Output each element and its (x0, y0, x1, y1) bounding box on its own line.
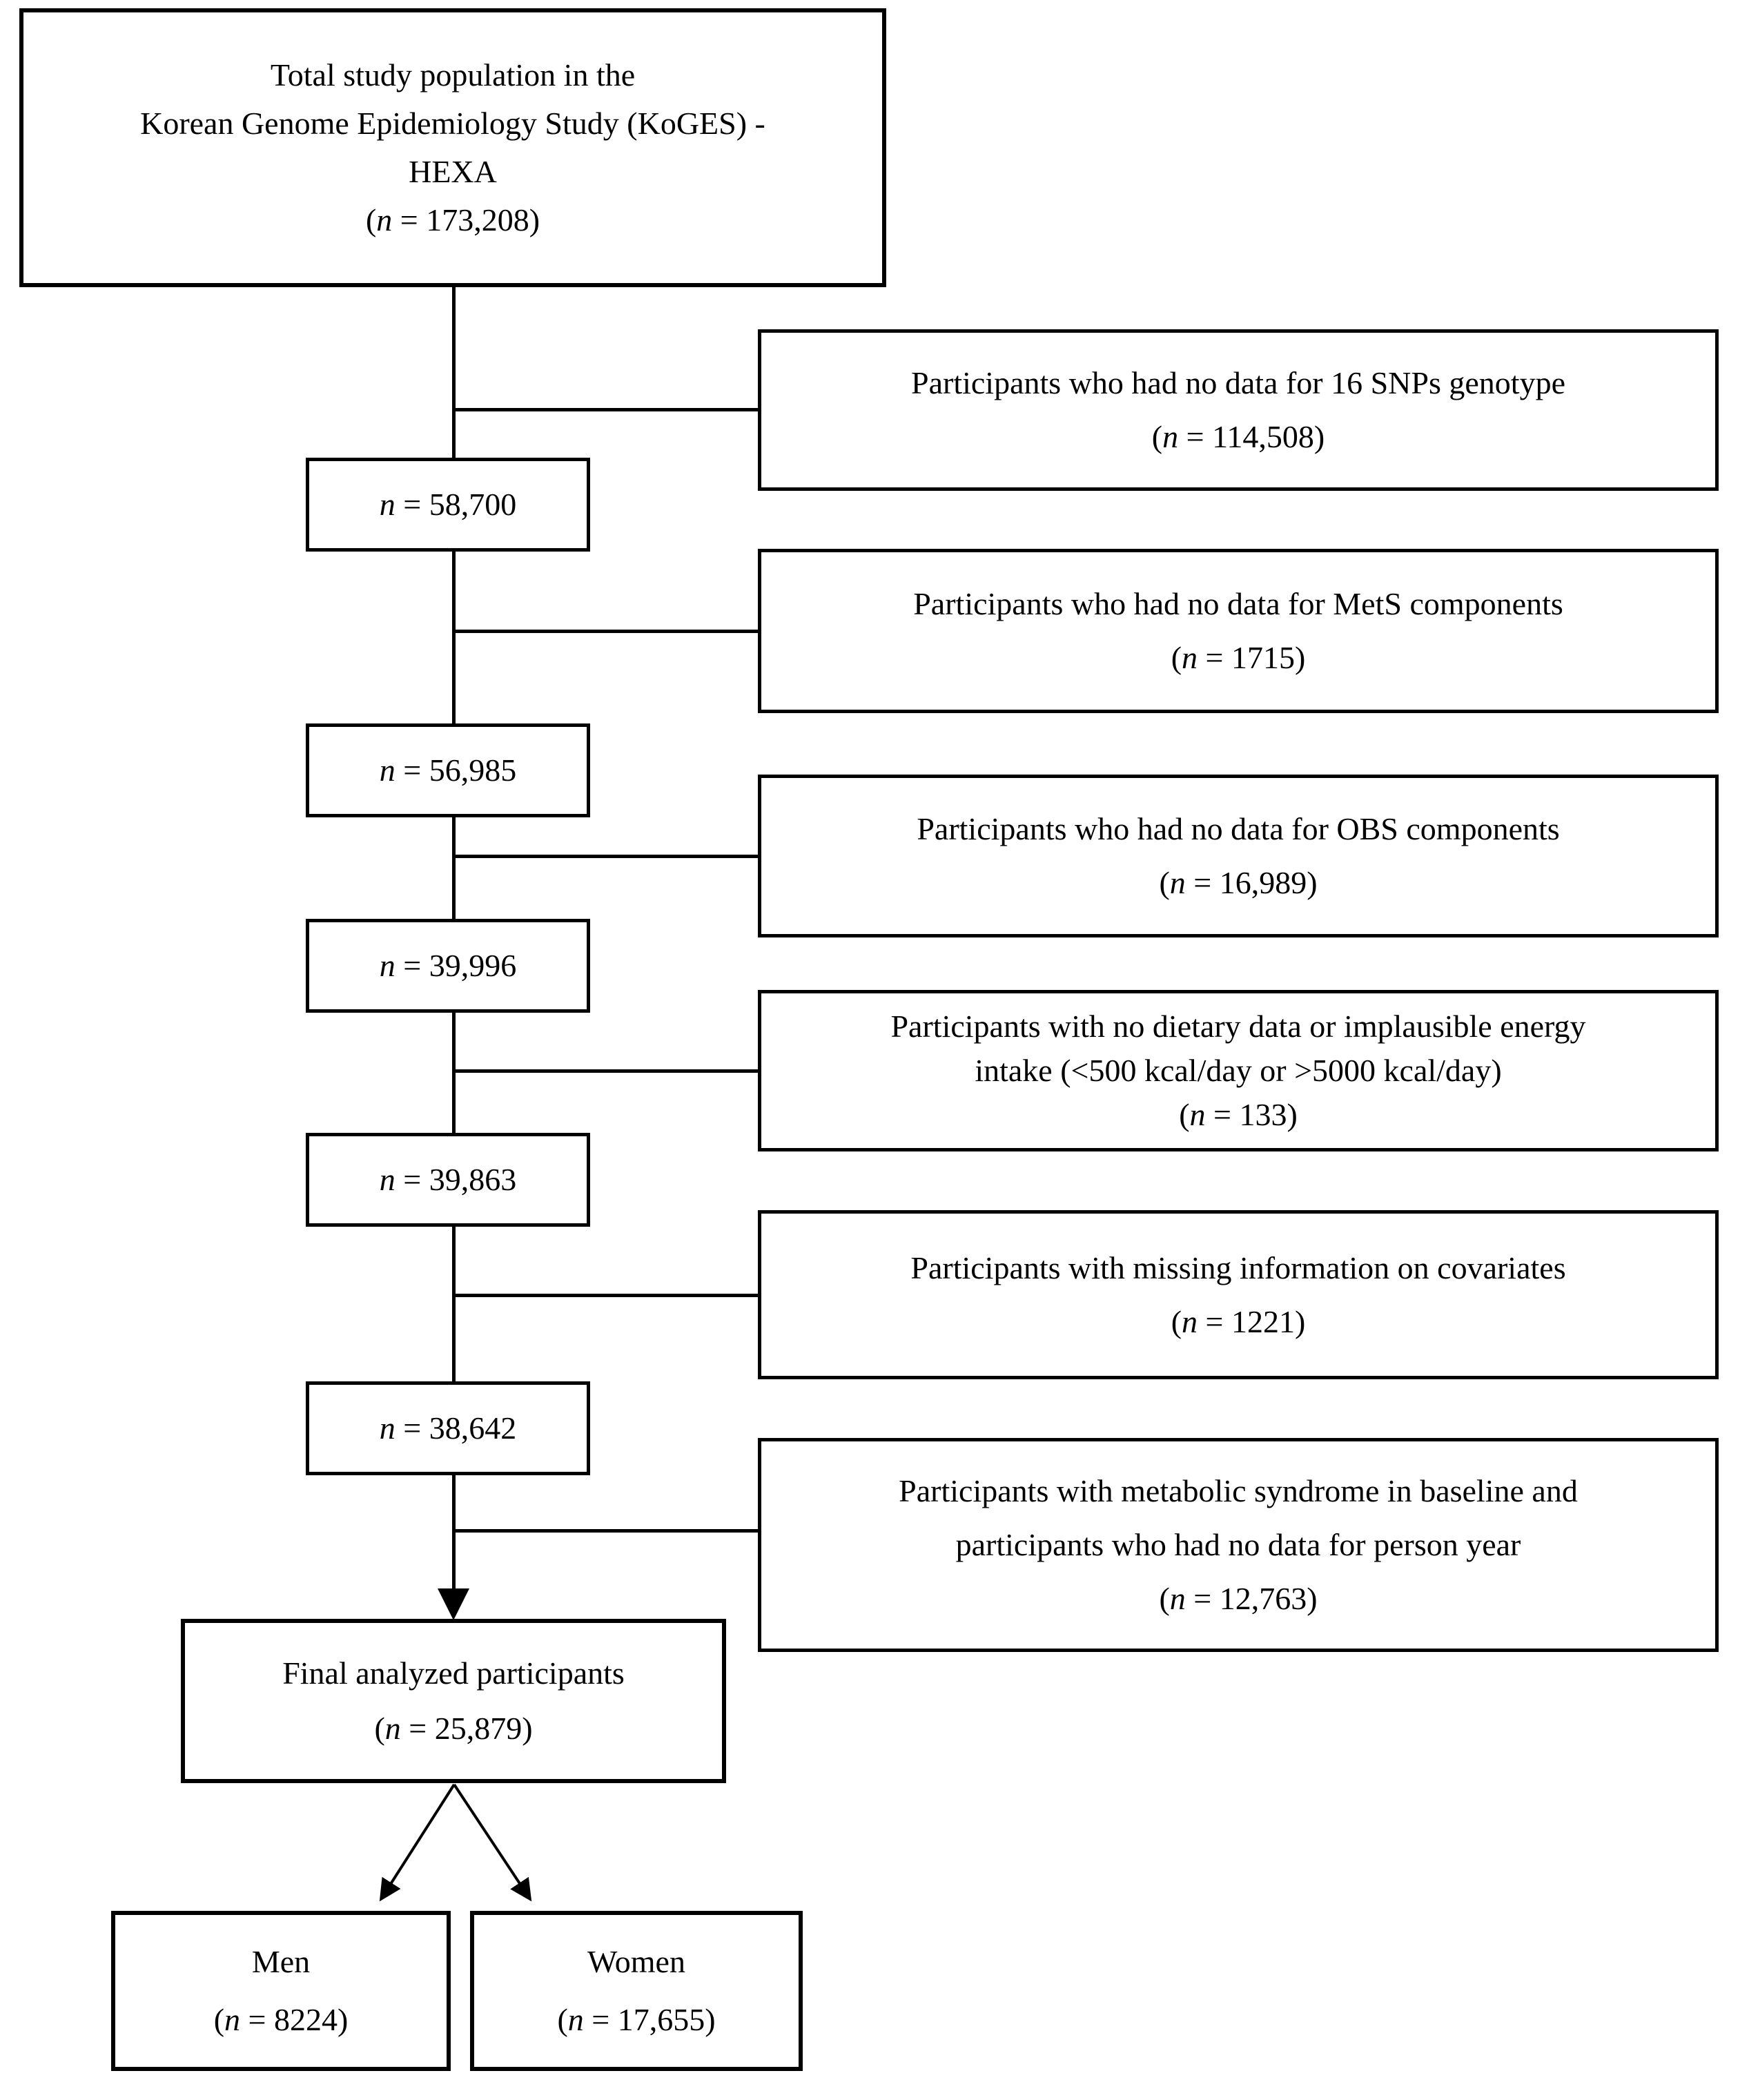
total-population-text: HEXA (409, 154, 497, 189)
exclusion-text: Participants with metabolic syndrome in … (899, 1473, 1578, 1508)
exclusion-box-1: Participants who had no data for 16 SNPs… (758, 329, 1719, 491)
men-count: (n = 8224) (213, 2002, 349, 2037)
total-population-text: Korean Genome Epidemiology Study (KoGES)… (140, 106, 765, 141)
exclusion-box-3: Participants who had no data for OBS com… (758, 775, 1719, 937)
exclusion-count: (n = 16,989) (1159, 865, 1318, 900)
count-box-5: n = 38,642 (306, 1381, 590, 1475)
total-population-count: (n = 173,208) (365, 202, 540, 237)
count-box-4: n = 39,863 (306, 1133, 590, 1227)
arrow-to-women-icon (453, 1783, 532, 1902)
men-box: Men (n = 8224) (111, 1911, 451, 2071)
final-participants-box: Final analyzed participants (n = 25,879) (181, 1619, 726, 1783)
exclusion-text: Participants who had no data for MetS co… (913, 586, 1563, 621)
trunk-line-1 (452, 287, 456, 458)
men-label: Men (251, 1944, 311, 1979)
exclusion-count: (n = 114,508) (1151, 419, 1325, 454)
final-participants-label: Final analyzed participants (282, 1655, 625, 1691)
count-value: n = 56,985 (379, 752, 517, 788)
count-box-1: n = 58,700 (306, 458, 590, 552)
exclusion-box-6: Participants with metabolic syndrome in … (758, 1438, 1719, 1652)
trunk-line-6 (452, 1475, 456, 1591)
branch-line-2 (452, 630, 758, 633)
final-participants-count: (n = 25,879) (374, 1711, 533, 1746)
arrow-to-men-icon (379, 1783, 456, 1902)
count-box-3: n = 39,996 (306, 919, 590, 1013)
count-box-2: n = 56,985 (306, 723, 590, 817)
trunk-line-2 (452, 552, 456, 723)
trunk-line-5 (452, 1227, 456, 1381)
women-label: Women (587, 1944, 685, 1979)
exclusion-text: Participants who had no data for 16 SNPs… (911, 365, 1565, 400)
exclusion-count: (n = 1221) (1171, 1303, 1306, 1339)
exclusion-box-4: Participants with no dietary data or imp… (758, 990, 1719, 1151)
branch-line-1 (452, 408, 758, 411)
trunk-line-4 (452, 1013, 456, 1133)
exclusion-count: (n = 133) (1179, 1097, 1298, 1132)
branch-line-3 (452, 855, 758, 858)
total-population-box: Total study population in the Korean Gen… (19, 8, 886, 287)
women-count: (n = 17,655) (557, 2002, 716, 2037)
branch-line-4 (452, 1069, 758, 1073)
exclusion-text: intake (<500 kcal/day or >5000 kcal/day) (975, 1053, 1502, 1088)
exclusion-count: (n = 1715) (1171, 640, 1306, 675)
total-population-text: Total study population in the (270, 57, 636, 93)
count-value: n = 38,642 (379, 1410, 517, 1446)
count-value: n = 39,863 (379, 1162, 517, 1197)
exclusion-box-5: Participants with missing information on… (758, 1210, 1719, 1379)
women-box: Women (n = 17,655) (470, 1911, 803, 2071)
exclusion-text: Participants with missing information on… (910, 1250, 1566, 1285)
count-value: n = 39,996 (379, 948, 517, 983)
exclusion-box-2: Participants who had no data for MetS co… (758, 549, 1719, 713)
fork-arrows (379, 1783, 532, 1902)
branch-line-6 (452, 1529, 758, 1533)
down-arrow-icon (438, 1588, 469, 1620)
trunk-line-3 (452, 817, 456, 919)
exclusion-text: Participants with no dietary data or imp… (890, 1009, 1586, 1044)
branch-line-5 (452, 1294, 758, 1297)
exclusion-text: Participants who had no data for OBS com… (917, 811, 1560, 846)
exclusion-count: (n = 12,763) (1159, 1581, 1318, 1616)
count-value: n = 58,700 (379, 487, 517, 522)
exclusion-text: participants who had no data for person … (955, 1527, 1521, 1562)
